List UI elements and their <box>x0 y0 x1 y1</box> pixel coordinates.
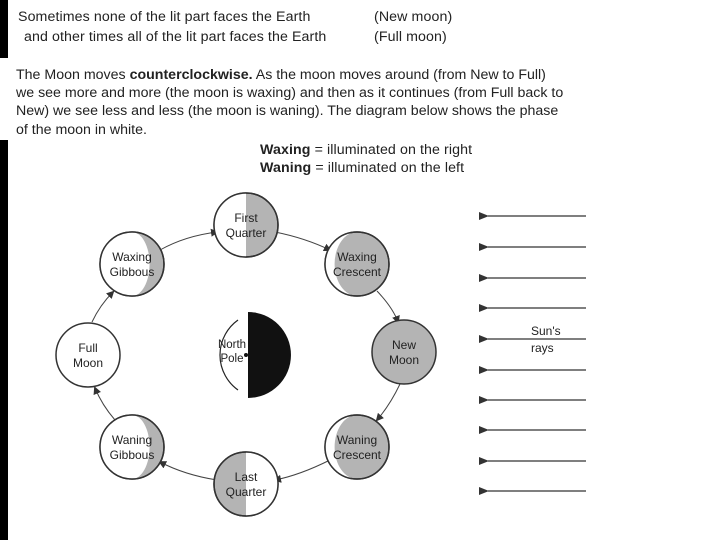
sun-label-line-2: rays <box>531 341 554 355</box>
moon-label: Gibbous <box>110 265 155 279</box>
moon-label: Crescent <box>333 448 382 462</box>
north-pole-label: Pole <box>220 353 243 365</box>
north-pole-label: North <box>218 339 246 351</box>
moon-label: Moon <box>73 356 103 370</box>
earth-night-side <box>248 312 291 398</box>
orbit-arrow <box>377 384 400 420</box>
orbit-arrow <box>160 462 217 480</box>
moon-label: First <box>234 211 258 225</box>
moon-label: Gibbous <box>110 448 155 462</box>
moon-label: Waning <box>337 433 377 447</box>
orbit-arrow <box>275 460 330 480</box>
orbit-arrow <box>275 232 330 250</box>
moon-label: Crescent <box>333 265 382 279</box>
moon-label: Waxing <box>337 250 377 264</box>
orbit-arrow <box>160 232 217 250</box>
orbit-arrow <box>92 292 113 322</box>
moon-label: Waxing <box>112 250 152 264</box>
moon-label: Quarter <box>226 226 267 240</box>
moon-label: Last <box>235 470 258 484</box>
orbit-arrow <box>95 388 115 420</box>
moon-label: Waning <box>112 433 152 447</box>
moon-label: New <box>392 338 416 352</box>
moon-label: Moon <box>389 353 419 367</box>
north-pole-dot <box>244 353 248 357</box>
moon-label: Full <box>78 341 97 355</box>
sun-label-line-1: Sun's <box>531 324 561 338</box>
moon-label: Quarter <box>226 485 267 499</box>
orbit-arrow <box>377 291 398 322</box>
